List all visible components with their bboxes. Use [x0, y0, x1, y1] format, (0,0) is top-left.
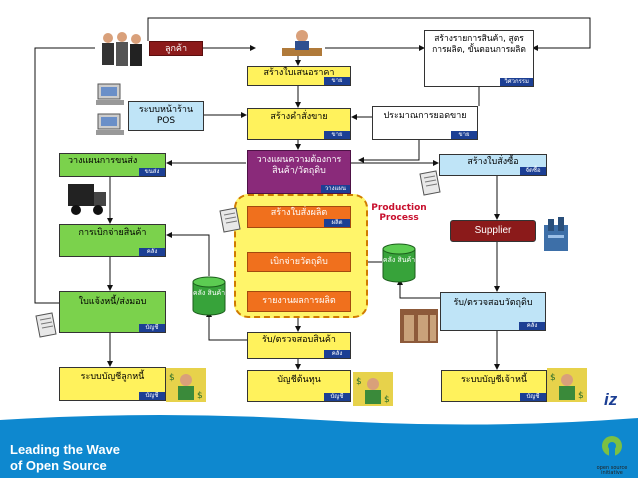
production-process-label: Production Process [371, 203, 427, 223]
purchase-order-box[interactable]: สร้างใบสั่งซื้อ จัดซื้อ [439, 154, 547, 176]
sales-forecast-label: ประมาณการยอดขาย [383, 111, 467, 121]
sales-person-icon [280, 28, 324, 62]
costing-box[interactable]: บัญชีต้นทุน บัญชี [247, 370, 351, 402]
material-issue-box[interactable]: เบิกจ่ายวัตถุดิบ [247, 252, 351, 272]
slogan-line-2: of Open Source [10, 458, 107, 473]
ar-label: ระบบบัญชีลูกหนี้ [80, 372, 145, 382]
production-report-label: รายงานผลการผลิต [262, 296, 336, 306]
supplier-box[interactable]: Supplier [450, 220, 536, 242]
sales-order-box[interactable]: สร้างคำสั่งขาย ขาย [247, 108, 351, 140]
sales-order-label: สร้างคำสั่งขาย [270, 112, 328, 122]
receive-goods-box[interactable]: รับ/ตรวจสอบสินค้า คลัง [247, 332, 351, 359]
ap-dept: บัญชี [520, 393, 546, 401]
customer-box[interactable]: ลูกค้า [149, 41, 203, 56]
receive-goods-dept: คลัง [324, 350, 350, 358]
osi-logo-icon [600, 434, 624, 462]
factory-icon [540, 215, 574, 259]
people-icon [96, 30, 146, 74]
mrp-dept: วางแผน [320, 185, 350, 193]
footer-banner: Leading the Wave of Open Source open sou… [0, 428, 638, 478]
document-icon-3 [34, 312, 58, 342]
goods-issue-label: การเบิกจ่ายสินค้า [78, 228, 147, 238]
ar-box[interactable]: ระบบบัญชีลูกหนี้ บัญชี [59, 367, 166, 401]
production-order-label: สร้างใบสั่งผลิต [270, 208, 328, 218]
svg-text:$: $ [169, 373, 175, 383]
warehouse-left-label: คลัง สินค้า [192, 289, 226, 297]
invoice-label: ใบแจ้งหนี้/ส่งมอบ [78, 297, 147, 307]
delivery-plan-box[interactable]: วางแผนการขนส่ง ขนส่ง [59, 153, 166, 177]
brand-mark: iz [604, 390, 618, 409]
sales-forecast-dept: ขาย [451, 131, 477, 139]
receive-goods-label: รับ/ตรวจสอบสินค้า [262, 335, 336, 345]
ar-dept: บัญชี [139, 392, 165, 400]
money-person-icon-3: $$ [547, 368, 587, 406]
product-list-dept: วิศวกรรม [500, 78, 533, 86]
quotation-label: สร้างใบเสนอราคา [263, 68, 335, 78]
svg-text:$: $ [550, 373, 556, 383]
computer-icon-2 [96, 112, 126, 140]
document-icon-2 [418, 170, 442, 200]
computer-icon [96, 82, 126, 110]
warehouse-photo-icon [400, 309, 438, 347]
goods-issue-box[interactable]: การเบิกจ่ายสินค้า คลัง [59, 224, 166, 257]
mrp-label: วางแผนความต้องการสินค้า/วัตถุดิบ [256, 155, 342, 176]
footer-slogan: Leading the Wave of Open Source [10, 442, 120, 474]
osi-logo-text: open source initiative [590, 466, 634, 476]
supplier-label: Supplier [474, 225, 512, 236]
sales-order-dept: ขาย [324, 131, 350, 139]
svg-text:$: $ [578, 391, 584, 401]
delivery-plan-label: วางแผนการขนส่ง [68, 156, 138, 166]
mrp-box[interactable]: วางแผนความต้องการสินค้า/วัตถุดิบ วางแผน [247, 150, 351, 194]
production-order-dept: ผลิต [324, 219, 350, 227]
invoice-dept: บัญชี [139, 324, 165, 332]
customer-label: ลูกค้า [164, 44, 188, 54]
product-list-label: สร้างรายการสินค้า, สูตรการผลิต, ขั้นตอนก… [432, 34, 526, 55]
erp-flow-diagram: Production Process ลูกค้า สร้างรายการสิน… [34, 17, 591, 410]
warehouse-right: คลัง สินค้า [382, 243, 416, 283]
costing-dept: บัญชี [324, 393, 350, 401]
warehouse-cylinder-icon [382, 243, 416, 283]
svg-text:$: $ [356, 377, 362, 387]
sales-forecast-box[interactable]: ประมาณการยอดขาย ขาย [372, 106, 478, 140]
material-issue-label: เบิกจ่ายวัตถุดิบ [270, 257, 328, 267]
money-person-icon: $$ [166, 368, 206, 406]
product-list-box[interactable]: สร้างรายการสินค้า, สูตรการผลิต, ขั้นตอนก… [424, 30, 534, 87]
document-icon [218, 207, 242, 237]
footer-wave [0, 415, 638, 430]
production-report-box[interactable]: รายงานผลการผลิต [247, 291, 351, 312]
production-order-box[interactable]: สร้างใบสั่งผลิต ผลิต [247, 206, 351, 228]
osi-line-1: open source [596, 465, 628, 471]
invoice-box[interactable]: ใบแจ้งหนี้/ส่งมอบ บัญชี [59, 291, 166, 333]
truck-icon [66, 180, 108, 222]
svg-text:$: $ [384, 395, 390, 405]
warehouse-left: คลัง สินค้า [192, 276, 226, 316]
quotation-box[interactable]: สร้างใบเสนอราคา ขาย [247, 66, 351, 86]
slogan-line-1: Leading the Wave [10, 442, 121, 457]
receive-materials-dept: คลัง [519, 322, 545, 330]
receive-materials-box[interactable]: รับ/ตรวจสอบวัตถุดิบ คลัง [440, 292, 546, 331]
purchase-order-dept: จัดซื้อ [520, 167, 546, 175]
svg-text:$: $ [197, 391, 203, 401]
pos-box[interactable]: ระบบหน้าร้าน POS [128, 101, 204, 131]
delivery-plan-dept: ขนส่ง [139, 168, 165, 176]
ap-label: ระบบบัญชีเจ้าหนี้ [460, 375, 528, 385]
quotation-dept: ขาย [324, 77, 350, 85]
warehouse-cylinder-icon [192, 276, 226, 316]
pos-label: ระบบหน้าร้าน POS [138, 105, 194, 126]
receive-materials-label: รับ/ตรวจสอบวัตถุดิบ [453, 298, 533, 308]
costing-label: บัญชีต้นทุน [277, 375, 321, 385]
purchase-order-label: สร้างใบสั่งซื้อ [467, 157, 519, 167]
ap-box[interactable]: ระบบบัญชีเจ้าหนี้ บัญชี [441, 370, 547, 402]
osi-line-2: initiative [601, 470, 623, 476]
money-person-icon-2: $$ [353, 372, 393, 410]
goods-issue-dept: คลัง [139, 248, 165, 256]
warehouse-right-label: คลัง สินค้า [382, 256, 416, 264]
